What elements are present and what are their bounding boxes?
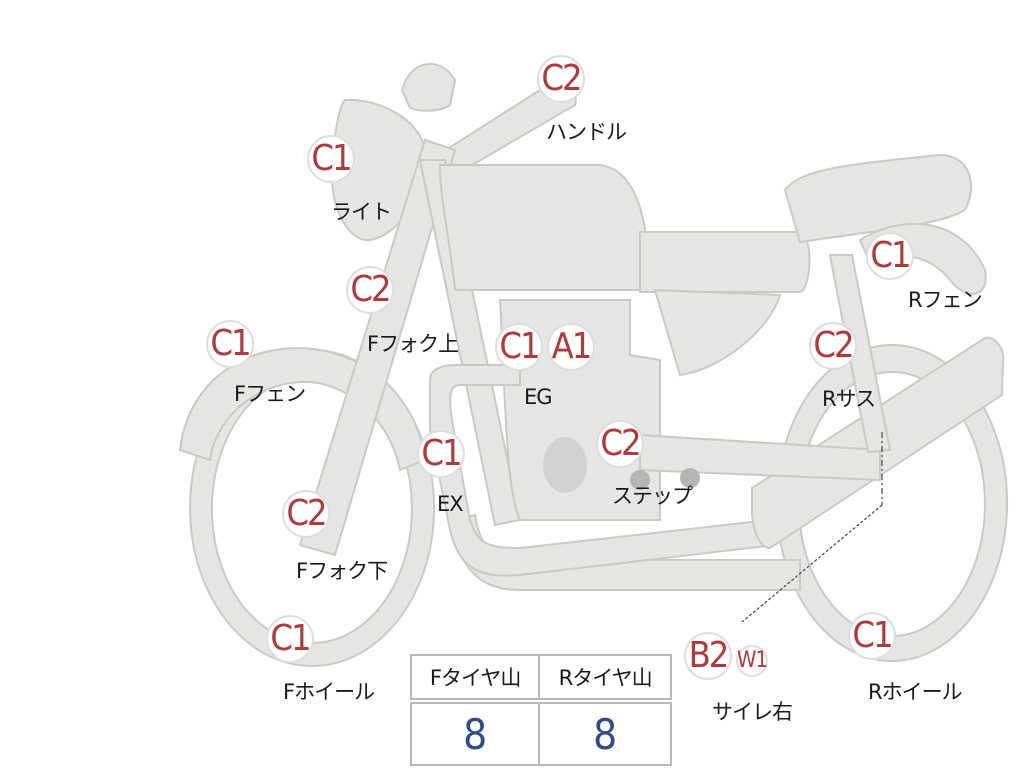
rsus-label: Rサス: [822, 387, 876, 411]
front-tire-header: Fタイヤ山: [409, 654, 541, 704]
ffender-marker: C1: [206, 320, 254, 368]
exhaust-pipe: [429, 364, 777, 577]
footpeg-left: [630, 470, 650, 490]
side-b2-marker: B2: [684, 632, 732, 680]
handle-label: ハンドル: [546, 120, 627, 144]
footpeg-right: [680, 468, 700, 488]
front-tire-value: 8: [409, 700, 541, 766]
rear-tire-value: 8: [538, 700, 672, 766]
rwheel-label: Rホイール: [868, 680, 963, 704]
side-cover: [653, 288, 782, 377]
ffork-lower-label: Fフォク下: [296, 559, 388, 583]
rfender-marker: C1: [866, 232, 914, 280]
side-w1-marker: W1: [736, 645, 768, 677]
step-label: ステップ: [612, 484, 693, 508]
fuel-tank: [438, 164, 650, 291]
handle-marker: C2: [537, 55, 585, 103]
swingarm: [639, 433, 881, 482]
rfender-label: Rフェン: [908, 288, 983, 312]
engine-cover: [543, 437, 587, 493]
fwheel-label: Fホイール: [283, 680, 375, 704]
light-marker: C1: [307, 135, 355, 183]
rear-shock: [828, 254, 892, 454]
tire-tread-table: Fタイヤ山 Rタイヤ山 8 8: [409, 654, 672, 766]
front-fork: [298, 138, 457, 557]
ffork-upper-label: Fフォク上: [367, 332, 459, 356]
ex-marker: C1: [417, 430, 465, 478]
ex-label: EX: [437, 492, 464, 516]
seat: [639, 231, 811, 293]
eg-c1-marker: C1: [495, 323, 543, 371]
step-marker: C2: [596, 420, 644, 468]
fwheel-marker: C1: [266, 615, 314, 663]
eg-a1-marker: A1: [547, 323, 595, 371]
mirror: [400, 63, 457, 112]
ffender-label: Fフェン: [234, 382, 306, 406]
light-label: ライト: [331, 200, 392, 224]
rsus-marker: C2: [809, 322, 857, 370]
side-leader-line: [741, 504, 883, 623]
eg-label: EG: [524, 385, 553, 409]
rear-tire-header: Rタイヤ山: [538, 654, 672, 704]
ffork-lower-marker: C2: [282, 490, 330, 538]
rwheel-marker: C1: [848, 612, 896, 660]
side-label: サイレ右: [712, 700, 793, 724]
ffork-upper-marker: C2: [346, 266, 394, 314]
